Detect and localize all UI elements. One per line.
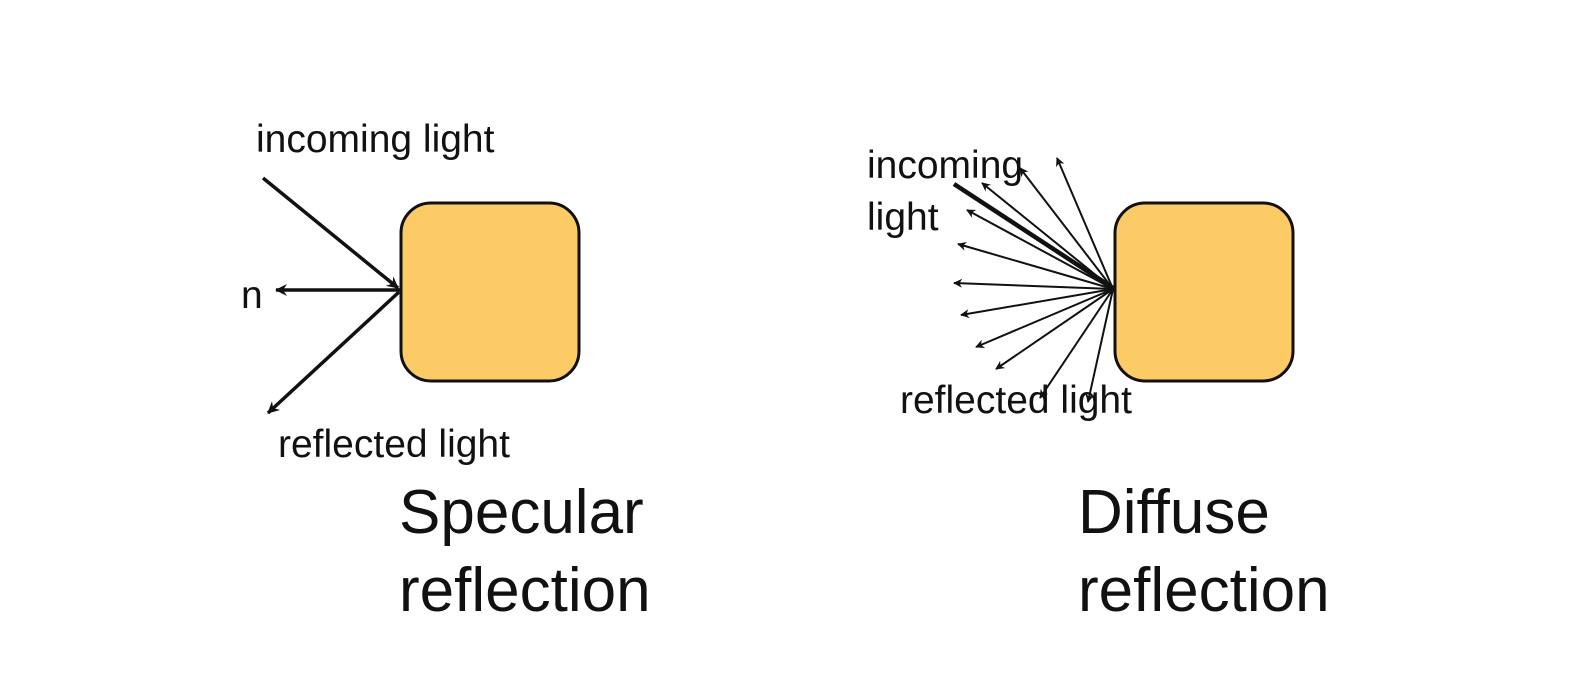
- diffuse-reflected-ray: [975, 288, 1114, 348]
- diffuse-reflected-ray: [981, 182, 1114, 290]
- specular-reflected-ray: [266, 290, 401, 415]
- specular-incoming-label: incoming light: [256, 118, 495, 161]
- specular-incoming-ray: [261, 176, 400, 290]
- diffuse-reflected-ray: [957, 241, 1114, 290]
- specular-title-line1: Specular: [399, 478, 644, 547]
- diffuse-incoming-ray: [952, 182, 1115, 290]
- diffuse-incoming-label-line1: incoming: [867, 144, 1024, 187]
- diffuse-title-line2: reflection: [1078, 555, 1330, 625]
- specular-title: Specular reflection: [399, 474, 651, 629]
- diffuse-surface-object: [1113, 201, 1295, 383]
- diffuse-title-line1: Diffuse: [1078, 478, 1270, 547]
- diffuse-title: Diffuse reflection: [1078, 474, 1330, 629]
- diffuse-reflected-rays: [953, 157, 1114, 403]
- diffuse-reflected-ray: [995, 288, 1114, 370]
- diffuse-reflected-ray: [953, 278, 1114, 290]
- diffuse-reflected-ray: [1056, 157, 1114, 290]
- diffuse-panel: [952, 157, 1295, 403]
- diffuse-reflected-ray: [966, 209, 1114, 290]
- specular-panel: [261, 176, 581, 415]
- diffuse-reflected-label: reflected light: [900, 379, 1132, 422]
- diffuse-reflected-ray: [1019, 167, 1114, 290]
- diffuse-incoming-label-line2: light: [867, 196, 939, 239]
- diffuse-reflected-ray: [1085, 288, 1114, 403]
- diffuse-reflected-ray: [1039, 288, 1114, 399]
- specular-surface-object: [399, 201, 581, 383]
- specular-title-line2: reflection: [399, 555, 651, 625]
- diffuse-incoming-label: incoming light: [867, 140, 1023, 244]
- diffuse-reflected-ray: [960, 288, 1114, 319]
- specular-reflected-label: reflected light: [278, 423, 510, 466]
- specular-normal-label: n: [241, 274, 263, 317]
